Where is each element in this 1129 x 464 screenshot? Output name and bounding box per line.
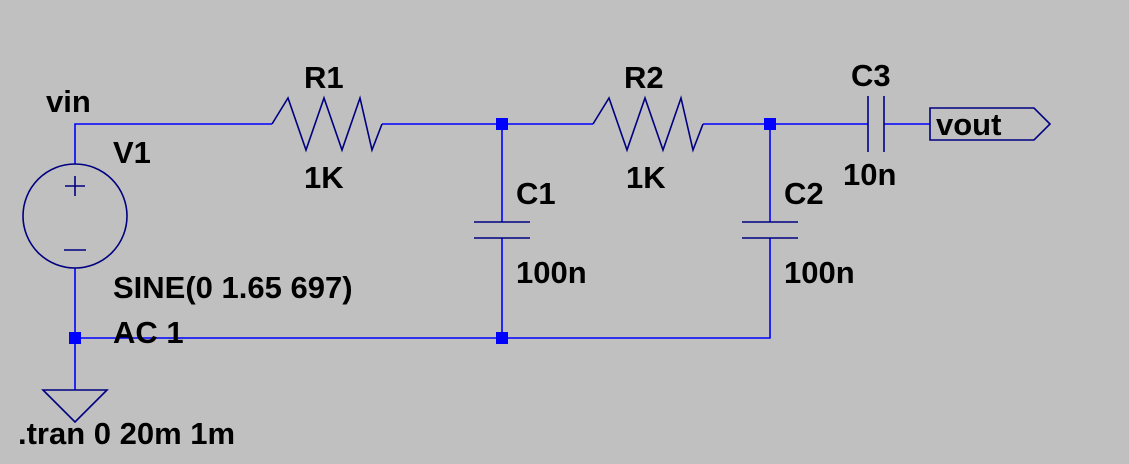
- capacitor-icon[interactable]: [474, 221, 530, 239]
- output-port-icon[interactable]: [929, 107, 1052, 141]
- junction-ground-v1: [69, 332, 81, 344]
- junction-node2: [764, 118, 776, 130]
- resistor-icon[interactable]: [271, 95, 383, 153]
- ground-icon[interactable]: [41, 389, 109, 424]
- junctions: [69, 118, 776, 344]
- c2-ref-label: C2: [784, 176, 824, 211]
- c1-value-label: 100n: [516, 255, 587, 290]
- c3-value-label: 10n: [843, 157, 896, 192]
- junction-node1: [496, 118, 508, 130]
- c2-value-label: 100n: [784, 255, 855, 290]
- resistor-icon[interactable]: [592, 95, 704, 153]
- spice-directive[interactable]: .tran 0 20m 1m: [18, 416, 235, 451]
- wires: [74, 123, 930, 390]
- r1-value-label: 1K: [304, 160, 344, 195]
- source-ref-label: V1: [113, 135, 151, 170]
- wire-c2-ground: [75, 238, 771, 339]
- r2-ref-label: R2: [624, 60, 664, 95]
- r1-ref-label: R1: [304, 60, 344, 95]
- capacitor-icon[interactable]: [867, 96, 885, 152]
- net-label-vin: vin: [46, 84, 91, 119]
- c1-ref-label: C1: [516, 176, 556, 211]
- voltage-source-icon[interactable]: [22, 163, 128, 269]
- capacitor-icon[interactable]: [742, 221, 798, 239]
- wire-vin-r1: [74, 123, 272, 164]
- c3-ref-label: C3: [851, 58, 891, 93]
- source-ac-label: AC 1: [113, 315, 184, 350]
- junction-ground-c1: [496, 332, 508, 344]
- net-label-vout: vout: [936, 107, 1001, 142]
- r2-value-label: 1K: [626, 160, 666, 195]
- source-value-label: SINE(0 1.65 697): [113, 270, 353, 305]
